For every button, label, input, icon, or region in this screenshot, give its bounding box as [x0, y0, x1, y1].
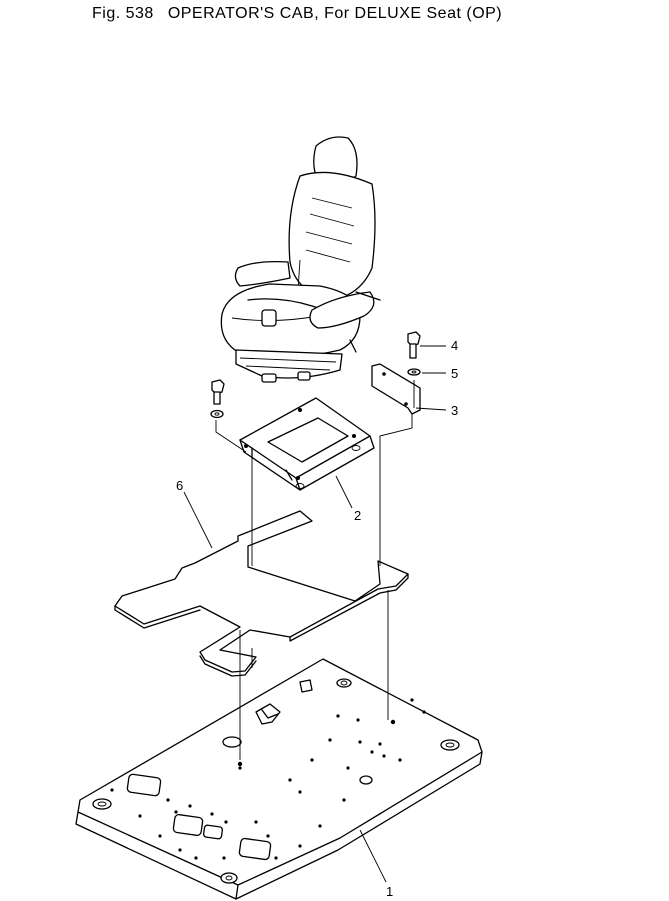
bolt-right: [407, 331, 421, 359]
side-plate: [371, 363, 421, 415]
floor-plate: [75, 658, 483, 900]
callout-4: 4: [451, 338, 458, 353]
floor-plate-holes: [110, 698, 426, 860]
callout-6: 6: [176, 478, 183, 493]
floor-mat: [114, 510, 409, 677]
callout-2: 2: [354, 508, 361, 523]
seat-bracket: [239, 397, 375, 491]
washer-left: [210, 409, 224, 419]
leader-lines: [183, 345, 447, 883]
figure-name: OPERATOR'S CAB, For DELUXE Seat (OP): [167, 5, 503, 22]
callout-1: 1: [386, 884, 393, 899]
callout-3: 3: [451, 403, 458, 418]
assembly-lines: [215, 380, 415, 760]
bolt-left: [211, 379, 225, 405]
page-title: Fig. 538 OPERATOR'S CAB, For DELUXE Seat …: [92, 5, 516, 23]
deluxe-seat: [220, 136, 381, 383]
figure-label: Fig. 538: [92, 5, 154, 22]
callout-5: 5: [451, 366, 458, 381]
washer-right: [407, 368, 421, 376]
